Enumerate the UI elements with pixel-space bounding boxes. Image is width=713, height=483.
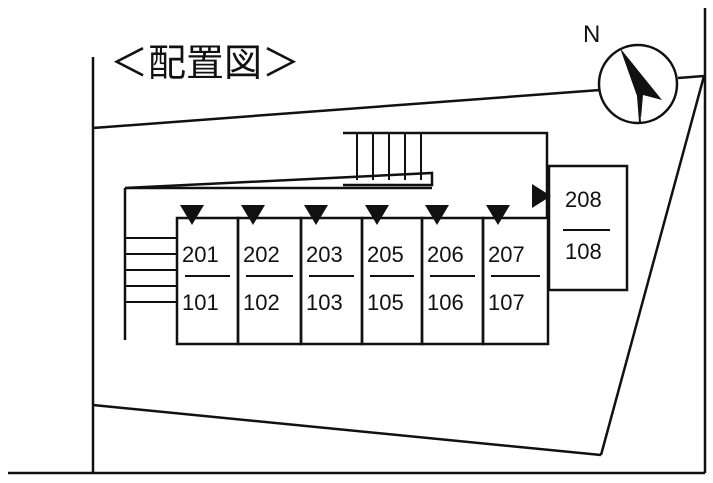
plan-title: ＜配置図＞: [110, 43, 300, 85]
unit-upper-number: 201: [182, 242, 219, 267]
north-label: N: [583, 21, 600, 48]
unit-upper-number: 205: [367, 242, 404, 267]
unit-lower-number: 106: [427, 290, 464, 315]
unit-205-105: 205 105: [360, 205, 424, 346]
unit-207-107: 207 107: [481, 205, 550, 346]
entrance-arrow-icon: [180, 205, 204, 225]
building-upper-outline: [343, 131, 549, 218]
site-boundary-top: [92, 88, 601, 130]
unit-upper-number: 206: [427, 242, 464, 267]
entrance-arrow-icon: [425, 205, 449, 225]
entrance-arrow-icon: [241, 205, 265, 225]
entrance-arrow-icon: [486, 205, 510, 225]
stairs-left: [125, 237, 177, 303]
unit-202-102: 202 102: [236, 205, 303, 346]
unit-upper-number: 203: [306, 242, 343, 267]
unit-lower-number: 105: [367, 290, 404, 315]
unit-206-106: 206 106: [420, 205, 485, 346]
north-arrow-icon: [597, 43, 679, 125]
unit-lower-number: 108: [565, 239, 602, 264]
stairs-upper: [124, 133, 434, 190]
unit-203-103: 203 103: [299, 205, 364, 346]
unit-208-108: 208 108: [532, 164, 629, 292]
entrance-arrow-icon: [532, 184, 551, 208]
unit-upper-number: 208: [565, 187, 602, 212]
unit-lower-number: 102: [243, 290, 280, 315]
unit-lower-number: 103: [306, 290, 343, 315]
unit-upper-number: 202: [243, 242, 280, 267]
unit-row: 201 101 202 102 203 103 205 105 206 106 207 107: [175, 205, 550, 346]
unit-lower-number: 107: [488, 290, 525, 315]
unit-lower-number: 101: [182, 290, 219, 315]
entrance-arrow-icon: [365, 205, 389, 225]
site-boundary-bottom: [92, 403, 602, 457]
unit-upper-number: 207: [488, 242, 525, 267]
site-boundary-top-right: [677, 74, 705, 80]
entrance-arrow-icon: [304, 205, 328, 225]
site-boundary-right: [599, 75, 706, 456]
unit-201-101: 201 101: [175, 205, 240, 346]
